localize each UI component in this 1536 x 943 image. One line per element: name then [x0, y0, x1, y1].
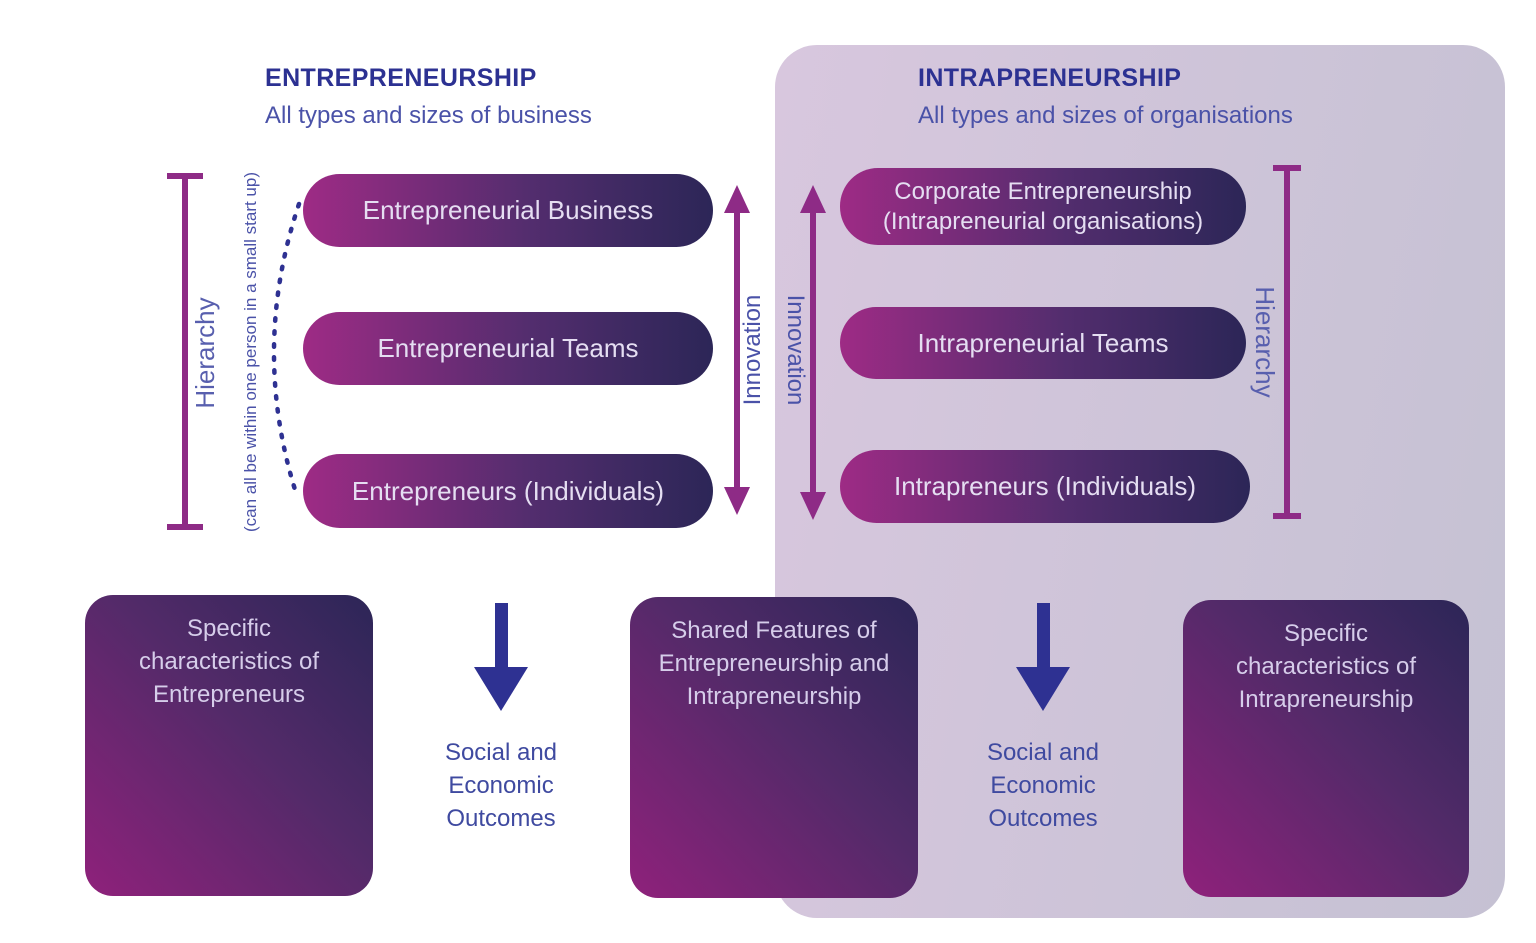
- startup-note-label: (can all be within one person in a small…: [241, 172, 260, 533]
- characteristics-box-entrepreneurs: Specific characteristics of Entrepreneur…: [85, 595, 373, 896]
- outcomes-label-left: Social and Economic Outcomes: [444, 739, 558, 833]
- level-pill-corporate-entrepreneurship: Corporate Entrepreneurship (Intrapreneur…: [840, 168, 1246, 245]
- entrepreneurship-subtitle: All types and sizes of business: [265, 102, 592, 129]
- intrapreneurship-title: INTRAPRENEURSHIP: [918, 64, 1182, 92]
- characteristics-box-intrapreneurship: Specific characteristics of Intrapreneur…: [1183, 600, 1469, 897]
- level-pill-intrapreneurial-teams: Intrapreneurial Teams: [840, 307, 1246, 379]
- level-pill-entrepreneurs-individuals: Entrepreneurs (Individuals): [303, 454, 713, 528]
- level-pill-entrepreneurial-teams: Entrepreneurial Teams: [303, 312, 713, 385]
- innovation-label-left: Innovation: [739, 294, 766, 406]
- intrapreneurship-header: INTRAPRENEURSHIP All types and sizes of …: [918, 64, 1398, 130]
- hierarchy-label-left: Hierarchy: [189, 297, 220, 409]
- entrepreneurship-title: ENTREPRENEURSHIP: [265, 64, 537, 92]
- entrepreneurship-header: ENTREPRENEURSHIP All types and sizes of …: [265, 64, 745, 130]
- intrapreneurship-subtitle: All types and sizes of organisations: [918, 102, 1293, 129]
- hierarchy-label-right: Hierarchy: [1250, 286, 1281, 398]
- shared-features-box: Shared Features of Entrepreneurship and …: [630, 597, 918, 898]
- outcomes-arrow-left: [474, 603, 528, 711]
- level-pill-entrepreneurial-business: Entrepreneurial Business: [303, 174, 713, 247]
- innovation-label-right: Innovation: [782, 294, 809, 406]
- note-curve: [271, 201, 302, 499]
- outcomes-label-right: Social and Economic Outcomes: [986, 739, 1100, 833]
- level-pill-intrapreneurs-individuals: Intrapreneurs (Individuals): [840, 450, 1250, 523]
